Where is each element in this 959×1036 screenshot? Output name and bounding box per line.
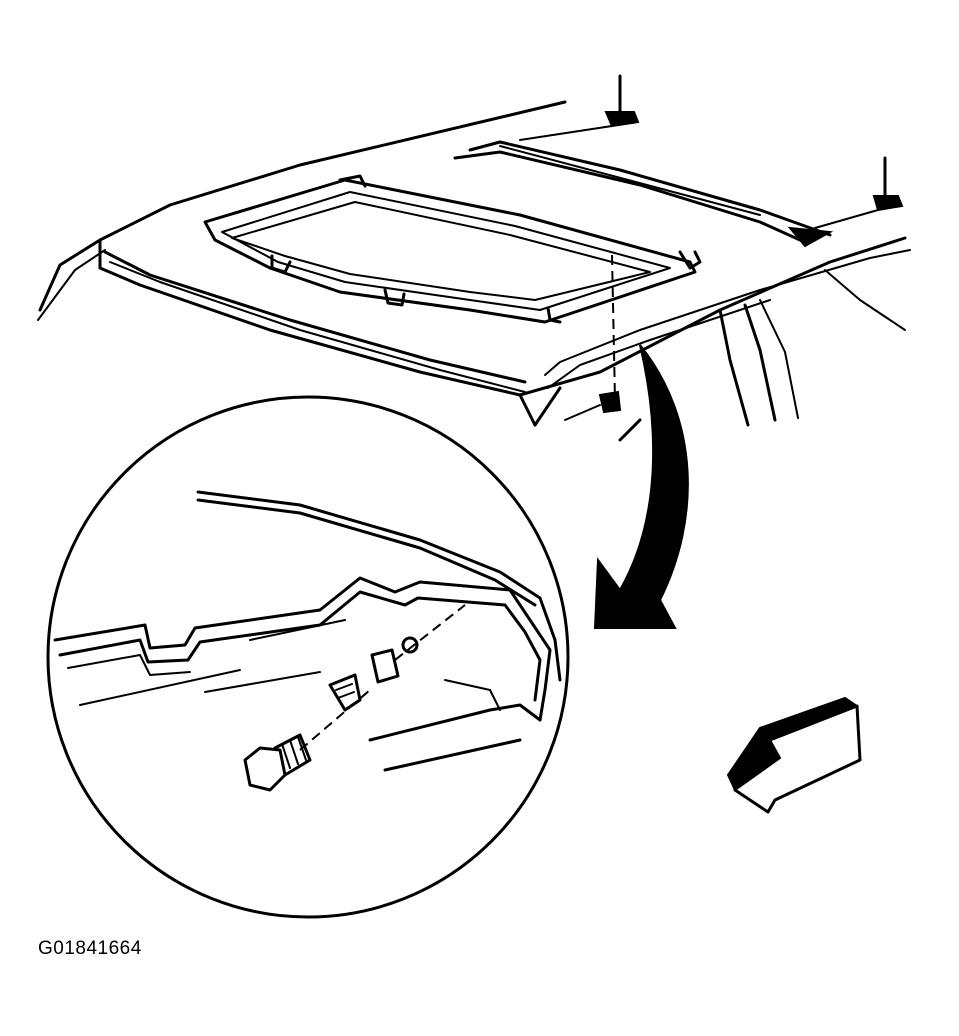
fastener-rear-left [519,74,640,141]
sunroof-frame [203,174,702,324]
fastener-front [564,254,622,421]
roof-rail [453,140,834,248]
callout-arrow [593,344,689,629]
fastener-rear-right [814,156,904,229]
front-direction-arrow [726,696,862,814]
detail-view [46,395,570,919]
roof-panel [37,100,911,442]
figure-id-label: G01841664 [38,938,142,959]
bolt [243,733,312,792]
